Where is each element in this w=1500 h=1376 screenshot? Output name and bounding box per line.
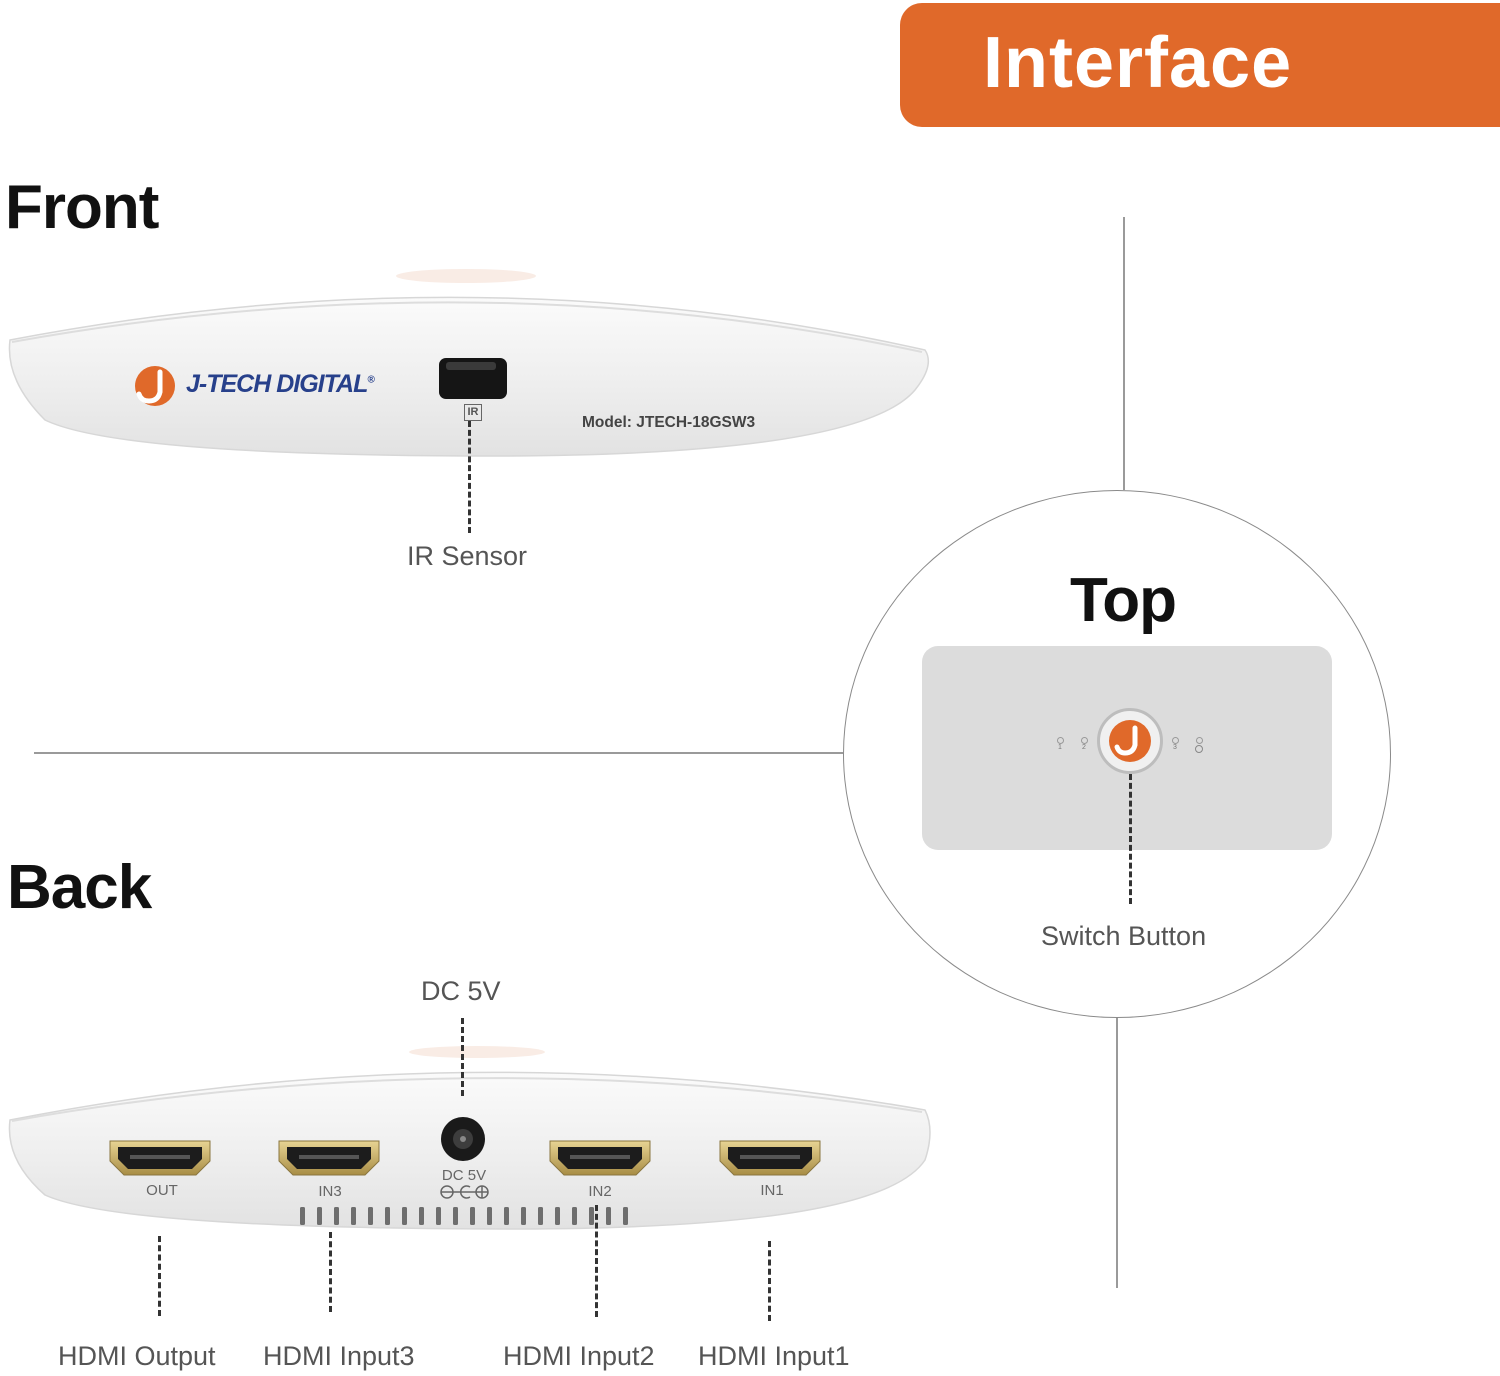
vent-slot [538, 1207, 543, 1225]
in2-callout-line [595, 1205, 598, 1317]
dc-polarity-icon [440, 1185, 489, 1199]
in3-callout-line [329, 1232, 332, 1312]
front-model-text: Model: JTECH-18GSW3 [582, 414, 756, 431]
vent-slot [317, 1207, 322, 1225]
hdmi-port-in3 [277, 1139, 381, 1177]
hdmi-port-in1 [718, 1139, 822, 1177]
vent-slot [589, 1207, 594, 1225]
hdmi-input3-label: HDMI Input3 [263, 1341, 415, 1371]
divider-horizontal [34, 752, 843, 754]
ir-sensor-label: IR Sensor [407, 541, 528, 571]
hdmi-port-in2 [548, 1139, 652, 1177]
dc-callout-label: DC 5V [421, 976, 501, 1006]
port-label-in1: IN1 [760, 1182, 784, 1199]
vent-slot [334, 1207, 339, 1225]
vent-slot [606, 1207, 611, 1225]
ir-callout-line [468, 421, 471, 533]
port-label-dc: DC 5V [441, 1167, 487, 1184]
in1-callout-line [768, 1241, 771, 1321]
hdmi-input2-label: HDMI Input2 [503, 1341, 655, 1371]
header-banner [900, 3, 1500, 127]
header-title: Interface [983, 23, 1293, 103]
vent-slot [402, 1207, 407, 1225]
vent-slot [453, 1207, 458, 1225]
port-label-in2: IN2 [588, 1183, 612, 1200]
dc-callout-line [461, 1018, 464, 1096]
ir-mark: IR [464, 404, 482, 421]
switch-button[interactable] [1097, 708, 1163, 774]
dc-jack [441, 1117, 485, 1161]
vent-slot [572, 1207, 577, 1225]
back-device [8, 1046, 931, 1230]
indicator-2: 2 [1079, 737, 1089, 751]
front-title: Front [5, 173, 159, 242]
vent-slot [470, 1207, 475, 1225]
divider-vertical-upper [1123, 217, 1125, 490]
divider-vertical-lower [1116, 1018, 1118, 1288]
out-callout-line [158, 1236, 161, 1316]
vent-slot [521, 1207, 526, 1225]
switch-callout-line [1129, 774, 1132, 904]
switch-button-label: Switch Button [1041, 921, 1207, 951]
top-view-circle [843, 490, 1391, 1018]
front-brand-text: J-TECH DIGITAL® [186, 370, 375, 398]
back-title: Back [7, 853, 152, 922]
hdmi-output-label: HDMI Output [58, 1341, 216, 1371]
port-label-in3: IN3 [318, 1183, 342, 1200]
port-label-out: OUT [146, 1182, 178, 1199]
indicator-1: 1 [1055, 737, 1065, 751]
vent-slot [419, 1207, 424, 1225]
registered-mark: ® [367, 374, 374, 386]
vent-slot [487, 1207, 492, 1225]
top-title: Top [1070, 566, 1177, 635]
indicator-3: 3 [1170, 737, 1180, 751]
vent-slot [555, 1207, 560, 1225]
vent-slot [368, 1207, 373, 1225]
switch-logo-icon [1109, 720, 1151, 762]
front-device [8, 269, 930, 457]
vent-slot [385, 1207, 390, 1225]
vent-slot [300, 1207, 305, 1225]
vent-slot [436, 1207, 441, 1225]
vent-slot [351, 1207, 356, 1225]
hdmi-input1-label: HDMI Input1 [698, 1341, 850, 1371]
power-indicator-icon [1194, 737, 1204, 753]
hdmi-port-out [108, 1139, 212, 1177]
vent-slot [623, 1207, 628, 1225]
vent-slot [504, 1207, 509, 1225]
front-logo-icon [135, 366, 175, 406]
